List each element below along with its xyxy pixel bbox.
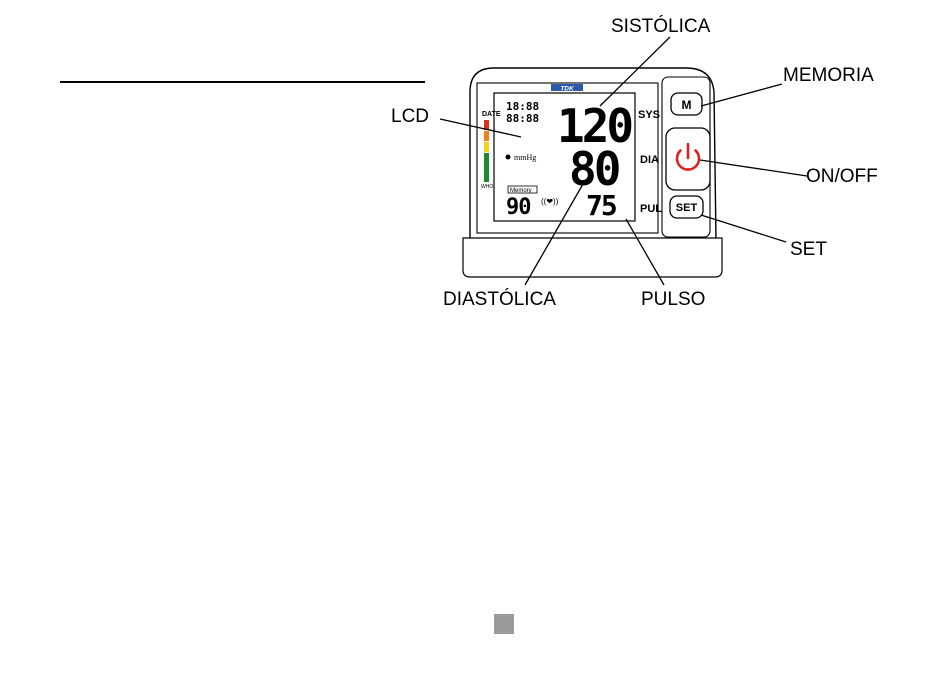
diastolic-reading: 80 [569,142,619,196]
label-memoria: MEMORIA [783,65,874,86]
onoff-leader [700,160,807,176]
pulse-reading: 75 [586,189,616,222]
label-onoff: ON/OFF [806,166,878,187]
set-button-label: SET [676,202,698,214]
label-sistolica: SISTÓLICA [611,15,711,37]
label-pulso: PULSO [641,289,705,310]
who-level-5 [484,168,489,182]
who-level-2 [484,131,489,141]
time-bottom: 88:88 [506,112,539,125]
unit-dot [506,155,511,160]
who-level-3 [484,142,489,152]
memory-reading: 90 [506,195,531,220]
who-label: WHO [481,184,493,190]
dia-label: DIA [640,154,659,166]
date-label: DATE [482,111,501,118]
memory-button[interactable]: M [671,93,702,115]
memory-label: Memory [510,188,532,194]
set-button[interactable]: SET [670,196,703,218]
label-diastolica: DIASTÓLICA [443,288,556,310]
heart-icon: ((❤)) [541,197,559,206]
power-button[interactable] [666,128,710,190]
label-set: SET [790,239,827,260]
page-marker [494,614,514,634]
svg-text:TDK: TDK [560,86,575,93]
pul-label: PUL [640,203,662,215]
unit-label: mmHg [514,153,536,162]
memory-button-label: M [682,98,692,112]
label-lcd: LCD [391,106,429,127]
who-level-4 [484,153,489,168]
sys-label: SYS [638,109,660,121]
